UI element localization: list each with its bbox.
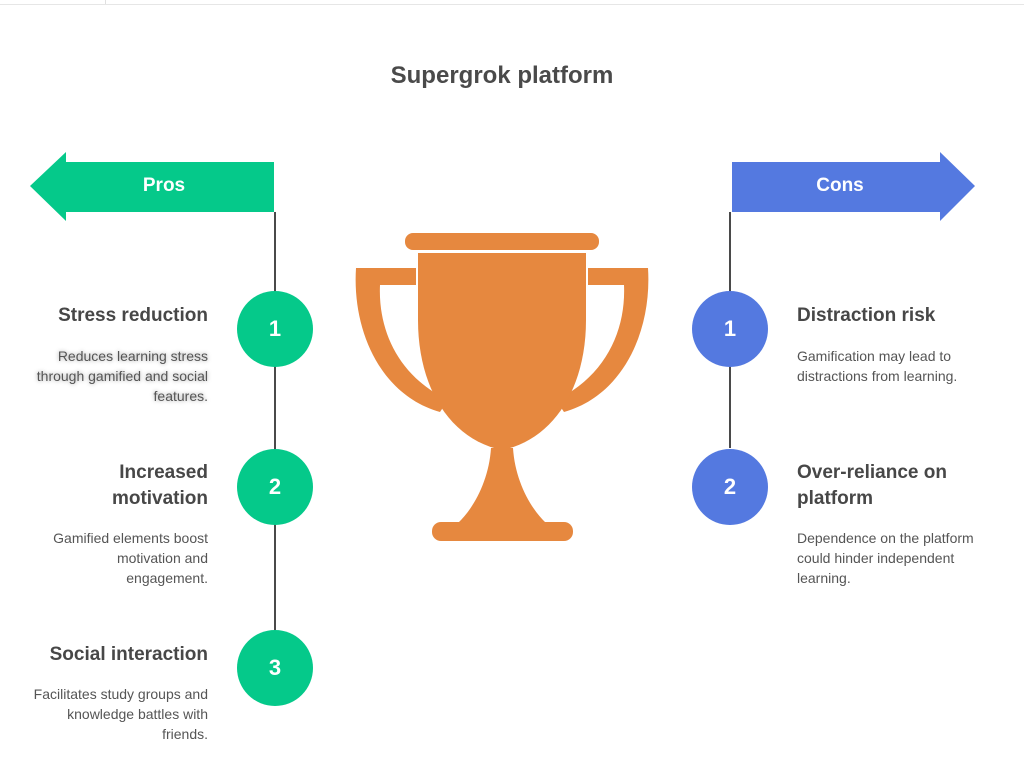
cons-arrow <box>732 152 975 221</box>
top-bar <box>0 0 1024 5</box>
pros-step-circle-1 <box>237 291 313 367</box>
pros-step-number-2: 2 <box>268 474 282 499</box>
pros-step-circle-3 <box>237 630 313 706</box>
pros-item-title-2: Increased motivation <box>111 462 208 509</box>
diagram-title: Supergrok platform <box>390 62 614 89</box>
cons-step-circle-1 <box>692 291 768 367</box>
cons-item-title-2: Over-reliance on platform <box>797 462 947 509</box>
pros-arrow-label: Pros <box>142 175 186 196</box>
cons-item-desc-1: Gamification may lead to distractions fr… <box>797 348 958 384</box>
pros-step-number-3: 3 <box>268 655 282 680</box>
pros-item-desc-1: Reduces learning stress through gamified… <box>36 348 208 404</box>
pros-step-circle-2 <box>237 449 313 525</box>
cons-arrow-label: Cons <box>816 175 864 196</box>
cons-step-number-1: 1 <box>723 316 737 341</box>
pros-item-desc-2: Gamified elements boost motivation and e… <box>53 530 208 586</box>
trophy-icon <box>355 233 649 541</box>
pros-item-desc-3: Facilitates study groups and knowledge b… <box>33 686 208 742</box>
cons-item-desc-2: Dependence on the platform could hinder … <box>797 530 974 586</box>
cons-step-circle-2 <box>692 449 768 525</box>
pros-item-title-1: Stress reduction <box>58 305 208 326</box>
pros-step-number-1: 1 <box>268 316 282 341</box>
pros-item-title-3: Social interaction <box>49 644 208 665</box>
cons-step-number-2: 2 <box>723 474 737 499</box>
cons-item-title-1: Distraction risk <box>797 305 936 326</box>
pros-arrow <box>30 152 274 221</box>
top-bar-divider <box>105 0 106 4</box>
